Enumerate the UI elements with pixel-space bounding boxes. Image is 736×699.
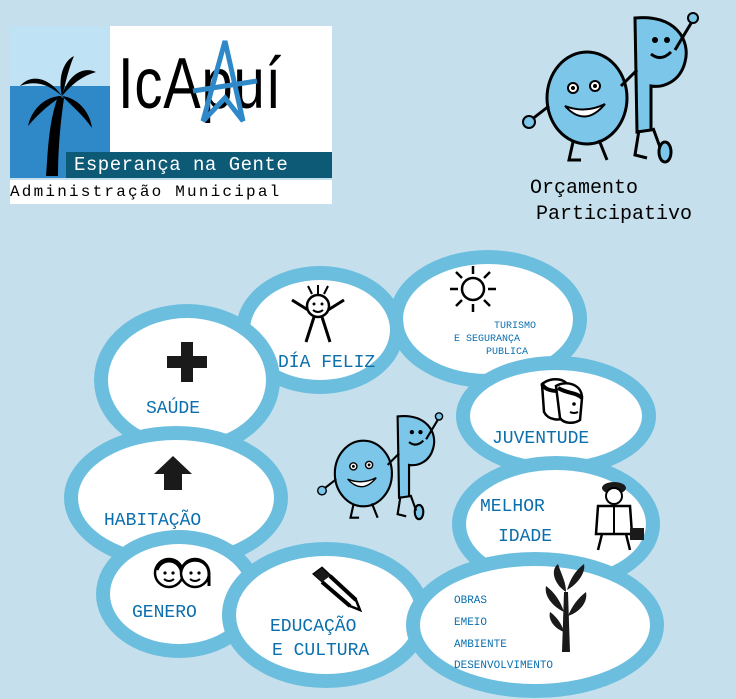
cross-icon xyxy=(167,342,207,382)
theme-turismo[interactable] xyxy=(403,264,573,374)
theme-obras[interactable] xyxy=(420,566,650,684)
program-title-line1: Orçamento xyxy=(530,177,639,200)
program-title-line2: Participativo xyxy=(536,203,693,226)
turismo-line1: TURISMO xyxy=(494,321,537,332)
pencil-icon xyxy=(312,566,362,612)
saude-label: SAÚDE xyxy=(146,399,201,419)
mascot-center-icon xyxy=(316,412,444,521)
logo-admin-text: Administração Municipal xyxy=(10,180,332,204)
educacao-line1: EDUCAÇÃO xyxy=(270,617,357,637)
faces-icon xyxy=(540,377,584,424)
turismo-line3: PUBLICA xyxy=(486,347,529,358)
obras-line2: EMEIO xyxy=(454,617,488,629)
educacao-line2: E CULTURA xyxy=(272,641,370,661)
turismo-line2: E SEGURANÇA xyxy=(454,334,521,345)
mascot-top-icon xyxy=(522,12,699,164)
dia-feliz-label: DÍA FELIZ xyxy=(278,353,376,373)
happy-figure-icon xyxy=(291,285,345,343)
palm-tree-icon xyxy=(20,56,96,176)
genero-label: GENERO xyxy=(132,603,197,623)
program-title: Orçamento Participativo xyxy=(530,176,692,228)
logo-slogan-band xyxy=(66,152,332,178)
habitacao-label: HABITAÇÃO xyxy=(104,511,202,531)
logo-slogan: Esperança na Gente xyxy=(74,154,289,176)
obras-line1: OBRAS xyxy=(454,595,488,607)
star-accent-icon xyxy=(192,40,258,123)
sun-icon xyxy=(450,266,496,312)
melhor-idade-line1: MELHOR xyxy=(480,497,545,517)
juventude-label: JUVENTUDE xyxy=(492,429,590,449)
obras-line3: AMBIENTE xyxy=(454,639,507,651)
melhor-idade-line2: IDADE xyxy=(498,527,553,547)
elderly-man-icon xyxy=(594,482,644,551)
municipal-logo: IcApuí Esperança na Gente Administração … xyxy=(10,26,332,204)
couple-icon xyxy=(153,557,211,589)
house-arrow-icon xyxy=(154,456,192,490)
obras-line4: DESENVOLVIMENTO xyxy=(454,660,554,672)
plant-icon xyxy=(545,564,587,652)
theme-genero[interactable] xyxy=(110,544,248,644)
